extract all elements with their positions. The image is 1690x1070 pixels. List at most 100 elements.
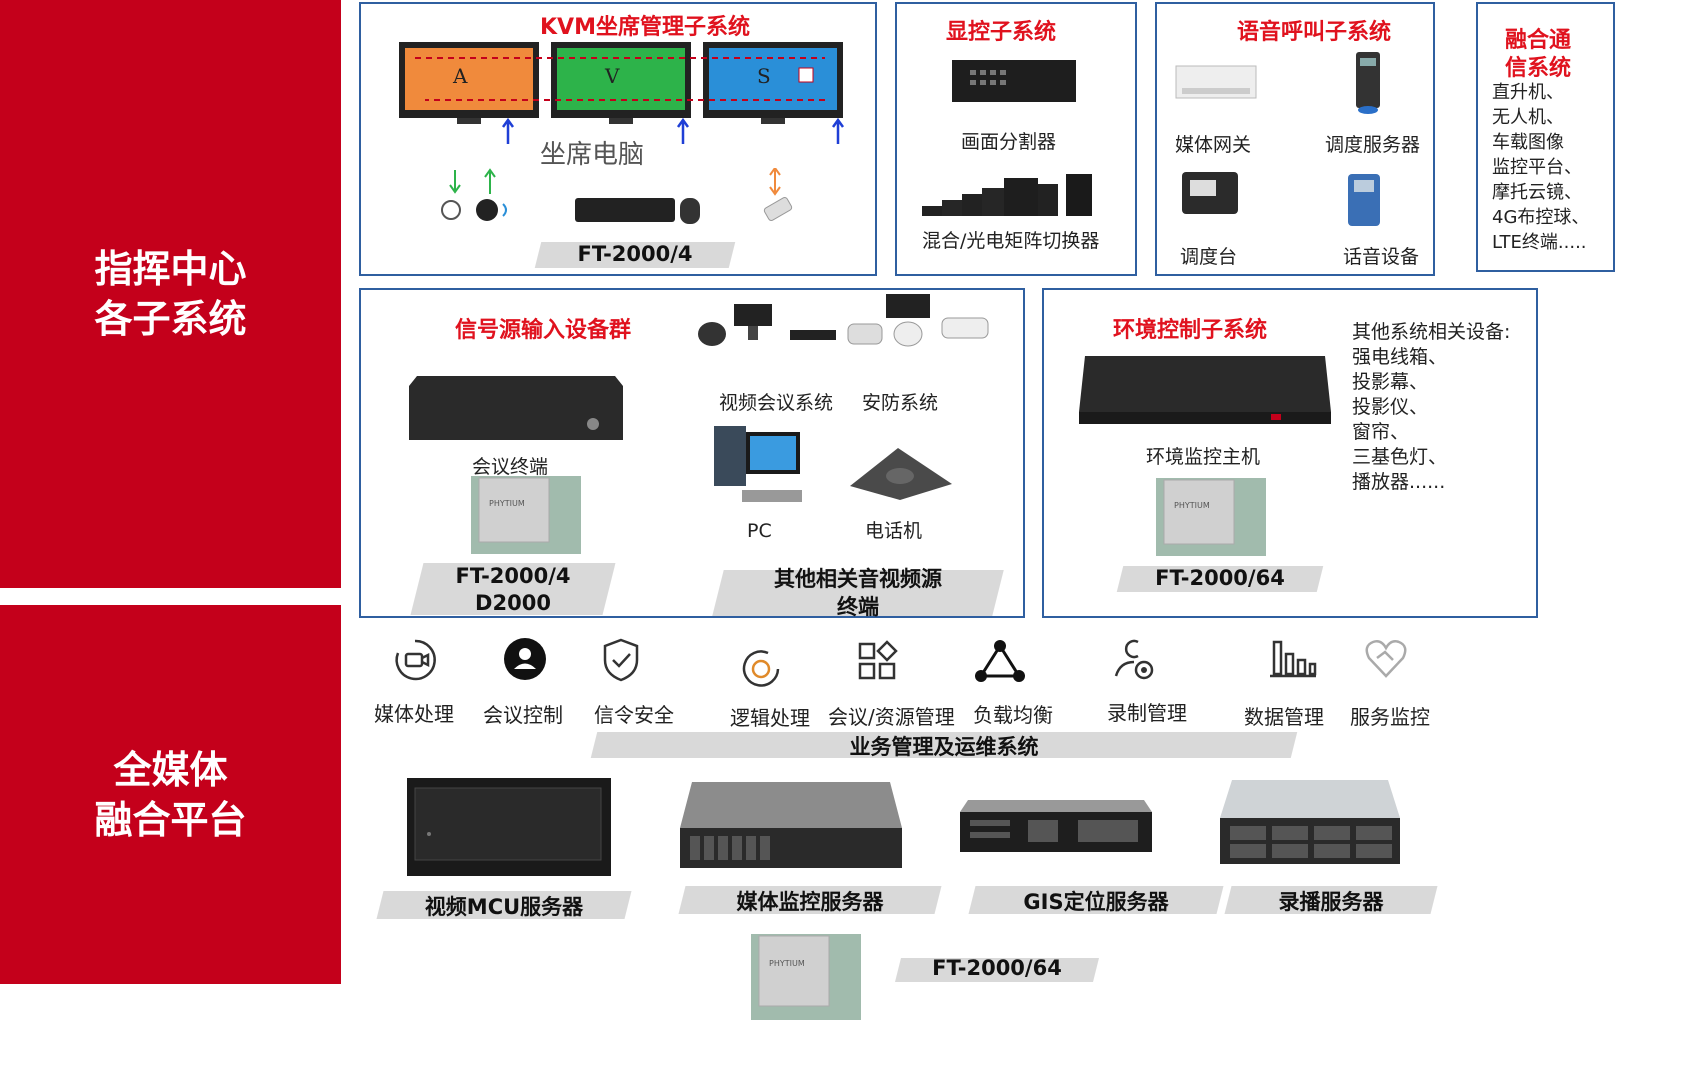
gis-server-illustration bbox=[960, 800, 1152, 852]
kvm-peripherals-illustration bbox=[441, 168, 793, 224]
matrix-switcher-illustration bbox=[922, 174, 1092, 216]
conference-terminal-illustration bbox=[409, 376, 623, 440]
fusion-item-list: 直升机、 无人机、 车载图像 监控平台、 摩托云镜、 4G布控球、 LTE终端.… bbox=[1492, 80, 1589, 255]
av-devices-illustration bbox=[698, 294, 989, 347]
sidebar-bottom-line2: 融合平台 bbox=[94, 797, 247, 842]
ft2000-chip-platform-illustration: PHYTIUM bbox=[751, 934, 861, 1020]
ft2000-chip-signal-illustration: PHYTIUM bbox=[471, 476, 581, 554]
media-gateway-label: 媒体网关 bbox=[1175, 134, 1252, 156]
video-conf-label: 视频会议系统 bbox=[719, 392, 834, 414]
sidebar-top-line2: 各子系统 bbox=[94, 297, 247, 341]
logic-cycle-icon bbox=[742, 650, 780, 687]
mcu-label: 视频MCU服务器 bbox=[424, 895, 584, 919]
env-other-item: 三基色灯、 bbox=[1352, 446, 1448, 468]
voice-device-label: 话音设备 bbox=[1343, 246, 1420, 268]
signal-chip-line: D2000 bbox=[475, 591, 551, 615]
kvm-chip-label: FT-2000/4 bbox=[577, 242, 693, 266]
signal-chip-label: FT-2000/4 D2000 bbox=[417, 563, 609, 617]
dispatch-console-label: 调度台 bbox=[1180, 246, 1238, 268]
env-other-item: 投影仪、 bbox=[1352, 396, 1429, 418]
recording-label: 录播服务器 bbox=[1278, 890, 1384, 914]
kvm-up-arrows bbox=[501, 117, 845, 144]
heart-handshake-icon bbox=[1365, 640, 1407, 678]
sidebar-media-platform: 全媒体 融合平台 bbox=[0, 605, 341, 984]
recording-server-illustration bbox=[1220, 780, 1400, 864]
triangle-nodes-icon bbox=[975, 640, 1025, 682]
grid-apps-icon bbox=[858, 640, 898, 680]
media-monitor-label: 媒体监控服务器 bbox=[736, 890, 884, 914]
platform-chip-label: FT-2000/64 bbox=[932, 956, 1062, 980]
shield-check-icon bbox=[603, 638, 639, 682]
dispatch-server-illustration bbox=[1356, 52, 1380, 114]
seat-pc-label: 坐席电脑 bbox=[540, 140, 645, 170]
env-other-item: 窗帘、 bbox=[1352, 421, 1410, 443]
ft2000-chip-env-illustration: PHYTIUM bbox=[1156, 478, 1266, 556]
svg-text:PHYTIUM: PHYTIUM bbox=[489, 499, 525, 508]
display-subsystem-box bbox=[895, 2, 1137, 276]
media-monitor-server-illustration bbox=[680, 782, 902, 868]
env-other-title: 其他系统相关设备: bbox=[1352, 321, 1511, 343]
env-host-illustration bbox=[1079, 356, 1331, 424]
fusion-title-line1: 融合通 bbox=[1505, 28, 1572, 53]
conference-control-icon bbox=[504, 638, 546, 680]
user-record-icon bbox=[1114, 639, 1154, 680]
signal-title: 信号源输入设备群 bbox=[455, 318, 632, 343]
svg-text:PHYTIUM: PHYTIUM bbox=[769, 959, 805, 968]
service-load-balance: 负载均衡 bbox=[973, 703, 1053, 727]
splitter-device-illustration bbox=[952, 60, 1076, 102]
sidebar-bottom-line1: 全媒体 bbox=[113, 747, 228, 792]
screen-label-a: A bbox=[453, 64, 468, 88]
media-gateway-illustration bbox=[1175, 65, 1257, 99]
mcu-server-illustration bbox=[407, 778, 611, 876]
dispatch-server-label: 调度服务器 bbox=[1325, 134, 1421, 156]
phone-label: 电话机 bbox=[865, 520, 923, 542]
fusion-item: 4G布控球、 bbox=[1492, 207, 1590, 228]
env-other-list: 其他系统相关设备: 强电线箱、 投影幕、 投影仪、 窗帘、 三基色灯、 播放器.… bbox=[1352, 320, 1510, 495]
voice-title: 语音呼叫子系统 bbox=[1237, 20, 1392, 45]
pc-label: PC bbox=[747, 520, 772, 542]
env-chip-label: FT-2000/64 bbox=[1155, 566, 1285, 590]
service-data-manage: 数据管理 bbox=[1244, 705, 1324, 729]
dispatch-console-illustration bbox=[1182, 172, 1238, 214]
env-host-label: 环境监控主机 bbox=[1146, 446, 1261, 468]
env-other-item: 强电线箱、 bbox=[1352, 346, 1448, 368]
screen-label-v: V bbox=[605, 64, 620, 88]
svg-text:PHYTIUM: PHYTIUM bbox=[1174, 501, 1210, 510]
display-title: 显控子系统 bbox=[946, 20, 1057, 45]
phone-illustration bbox=[850, 448, 952, 500]
signal-chip-line: FT-2000/4 bbox=[455, 564, 571, 588]
pc-illustration bbox=[714, 426, 802, 502]
gis-label: GIS定位服务器 bbox=[1023, 890, 1169, 914]
other-av-line: 其他相关音视频源 bbox=[774, 567, 942, 591]
other-av-line: 终端 bbox=[837, 595, 879, 619]
kvm-monitors-illustration bbox=[399, 42, 843, 124]
service-conference-control: 会议控制 bbox=[483, 703, 563, 727]
matrix-label: 混合/光电矩阵切换器 bbox=[922, 230, 1100, 252]
screen-label-s: S bbox=[757, 64, 771, 88]
env-title: 环境控制子系统 bbox=[1113, 318, 1268, 343]
fusion-title-line2: 信系统 bbox=[1505, 56, 1572, 81]
ops-banner-label: 业务管理及运维系统 bbox=[849, 735, 1039, 759]
splitter-label: 画面分割器 bbox=[961, 131, 1057, 153]
env-other-item: 播放器...... bbox=[1352, 471, 1446, 493]
service-resource-manage: 会议/资源管理 bbox=[828, 705, 955, 729]
fusion-comm-box bbox=[1476, 2, 1615, 272]
env-other-item: 投影幕、 bbox=[1352, 371, 1429, 393]
security-label: 安防系统 bbox=[862, 392, 939, 414]
sidebar-top-line1: 指挥中心 bbox=[94, 247, 247, 291]
monitor-s bbox=[703, 42, 843, 124]
environment-box bbox=[1042, 288, 1538, 618]
monitor-a bbox=[399, 42, 539, 124]
fusion-item: LTE终端..... bbox=[1492, 232, 1587, 253]
fusion-item: 监控平台、 bbox=[1492, 157, 1582, 178]
kvm-title: KVM坐席管理子系统 bbox=[540, 15, 750, 40]
fusion-item: 车载图像 bbox=[1492, 132, 1564, 153]
voice-device-illustration bbox=[1348, 174, 1380, 226]
voice-subsystem-box bbox=[1155, 2, 1435, 276]
conf-terminal-label: 会议终端 bbox=[472, 456, 549, 478]
bar-data-icon bbox=[1270, 640, 1317, 678]
service-monitor: 服务监控 bbox=[1350, 705, 1430, 729]
fusion-item: 直升机、 bbox=[1492, 82, 1564, 103]
fusion-item: 无人机、 bbox=[1492, 107, 1564, 128]
service-record-manage: 录制管理 bbox=[1107, 701, 1187, 725]
